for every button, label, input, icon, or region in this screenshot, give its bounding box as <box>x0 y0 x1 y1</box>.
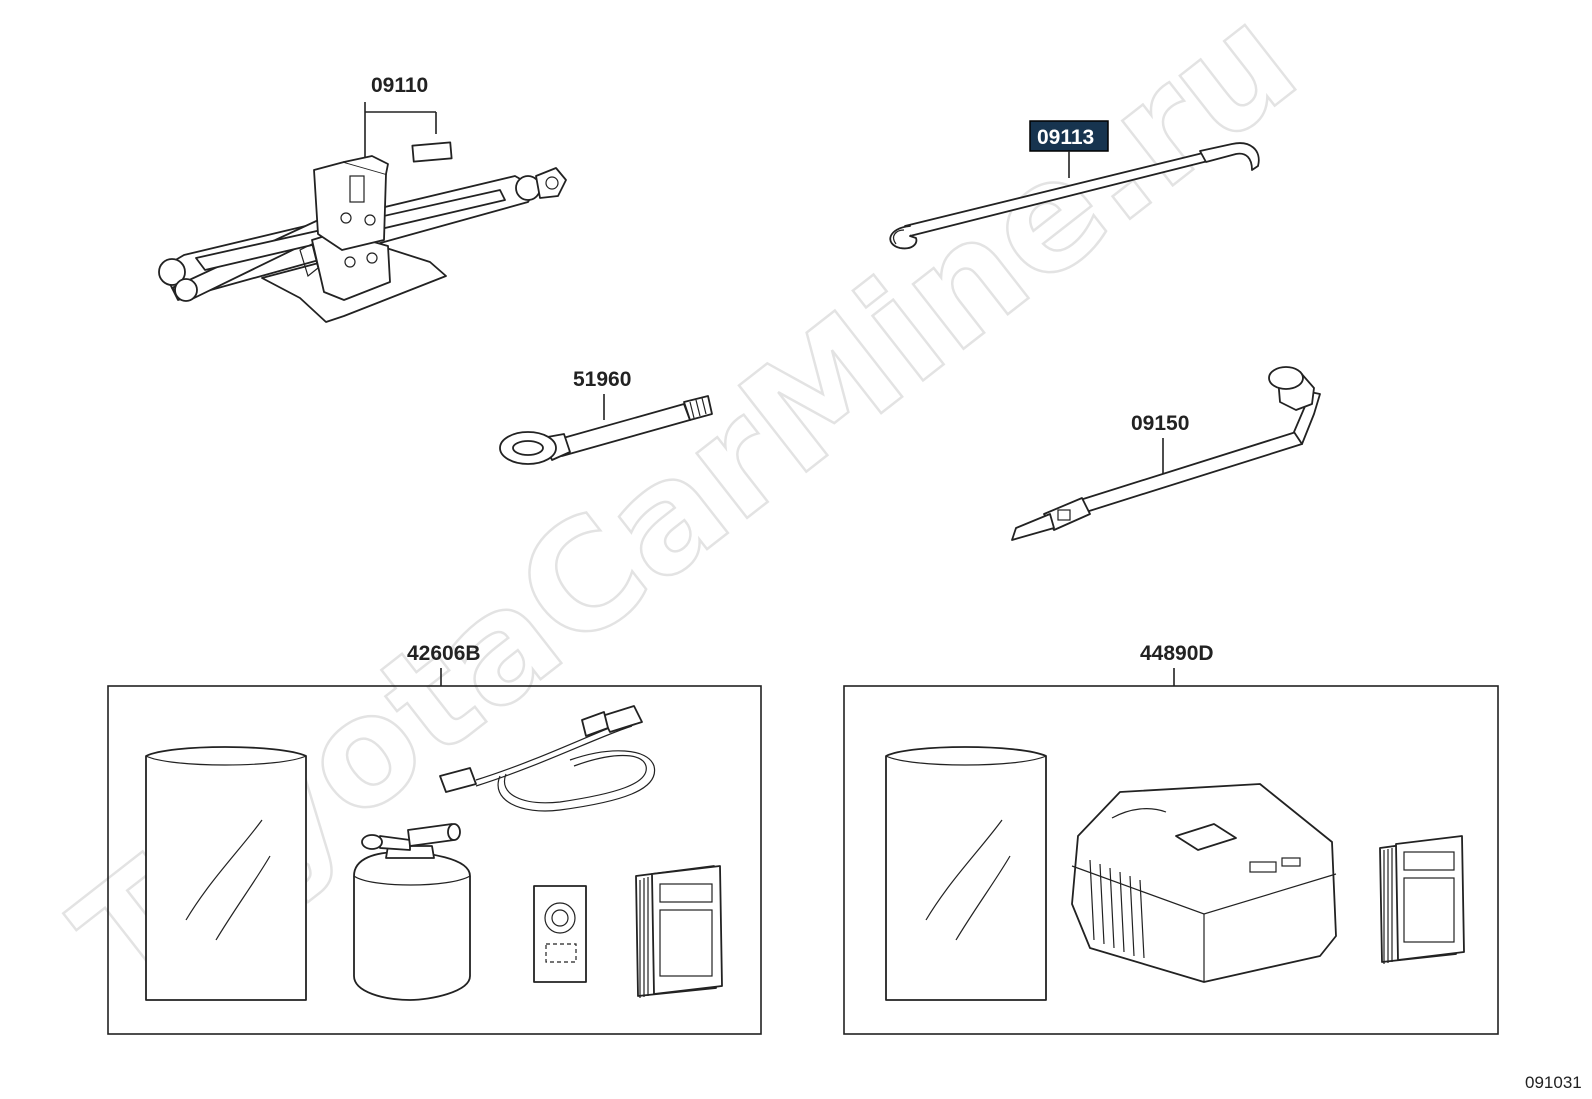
manual-icon <box>635 865 723 998</box>
label-compressor-kit: 44890D <box>1140 642 1214 665</box>
sealant-bottle-icon <box>353 823 471 1001</box>
compressor-kit-box <box>843 685 1499 1035</box>
label-jack: 09110 <box>371 74 428 97</box>
repair-kit-box <box>107 685 762 1035</box>
diagram-code: 091031 <box>1525 1073 1582 1092</box>
wheel-wrench-icon <box>1011 366 1321 541</box>
part-towing-eye[interactable]: 51960 <box>499 368 713 465</box>
sticker-icon <box>533 885 587 983</box>
bag-icon-2 <box>885 746 1047 1001</box>
part-tow-hook-rod[interactable]: 09113 <box>889 120 1260 250</box>
label-wheel-wrench: 09150 <box>1131 412 1189 435</box>
part-wheel-wrench[interactable]: 09150 <box>1011 366 1321 541</box>
manual-icon-2 <box>1379 835 1465 964</box>
bag-icon <box>145 746 307 1001</box>
compressor-icon <box>1071 783 1337 983</box>
part-repair-kit[interactable]: 42606B <box>107 642 762 1035</box>
towing-eye-icon <box>499 395 713 465</box>
hook-rod-icon <box>889 142 1260 250</box>
hose-icon <box>439 705 656 812</box>
part-compressor-kit[interactable]: 44890D <box>843 642 1499 1035</box>
part-jack[interactable]: 09110 <box>158 74 567 323</box>
label-tow-hook-rod: 09113 <box>1037 126 1094 149</box>
label-repair-kit: 42606B <box>407 642 481 665</box>
jack-body-icon <box>158 155 567 323</box>
label-towing-eye: 51960 <box>573 368 631 391</box>
